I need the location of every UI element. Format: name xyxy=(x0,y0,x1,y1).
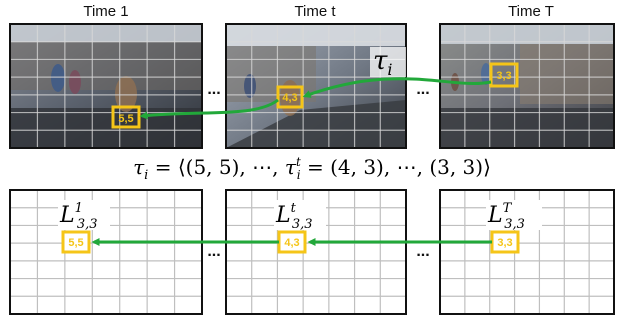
highlight-cell-panel-t: 4,3 xyxy=(277,230,307,254)
eq-close: ⟩ xyxy=(483,155,491,179)
trajectory-arrow-T-to-t xyxy=(302,77,492,98)
panel-border xyxy=(225,189,407,315)
video-frame-t xyxy=(225,23,407,149)
building-region xyxy=(10,42,202,90)
person-shape xyxy=(115,76,137,112)
sky-region xyxy=(226,24,406,46)
loss-label-bg xyxy=(274,200,326,230)
highlight-box xyxy=(111,105,141,129)
highlight-cell-label: 5,5 xyxy=(68,237,83,249)
loss-panel-t xyxy=(225,189,407,315)
loss-symbol-sup: t xyxy=(291,201,297,216)
highlight-cell-panel-1: 5,5 xyxy=(61,230,91,254)
tau-label-bg xyxy=(370,47,406,77)
person-shape xyxy=(69,70,81,94)
highlight-cell-label: 5,5 xyxy=(118,113,133,125)
trajectory-arrow-t-to-1 xyxy=(139,98,279,120)
frame-grid xyxy=(10,24,202,148)
frame-border xyxy=(9,23,203,149)
eq-sep-1: , xyxy=(239,155,252,179)
eq-sep-2: , xyxy=(272,155,285,179)
time-label-t: Time t xyxy=(294,3,336,20)
panel-border xyxy=(439,189,615,315)
panel-border xyxy=(9,189,203,315)
loss-symbol-main: L xyxy=(487,203,503,228)
eq-first: (5, 5) xyxy=(186,155,240,179)
highlight-cell-frame-t: 4,3 xyxy=(276,85,304,109)
highlight-cell-label: 4,3 xyxy=(282,92,297,104)
time-label-T: Time T xyxy=(508,3,554,20)
frame-border xyxy=(439,23,615,149)
loss-symbol-sup: 1 xyxy=(75,201,83,216)
tau-symbol-main: τ xyxy=(373,46,388,76)
tau-symbol-sub: i xyxy=(387,60,392,79)
highlight-cell-frame-1: 5,5 xyxy=(111,105,141,129)
loss-symbol-sub: 3,3 xyxy=(504,217,525,232)
loss-symbol-main: L xyxy=(275,203,291,228)
eq-dots-1: ⋯ xyxy=(252,155,272,179)
highlight-cell-label: 4,3 xyxy=(284,237,299,249)
eq-sep-4: , xyxy=(417,155,430,179)
eq-mid-val: (4, 3) xyxy=(330,155,384,179)
loss-symbol-main: L xyxy=(59,203,75,228)
sky-region xyxy=(440,24,614,44)
person-shape xyxy=(51,64,65,92)
highlight-box xyxy=(489,62,519,88)
highlight-cell-label: 3,3 xyxy=(496,70,511,82)
person-shape xyxy=(481,63,491,85)
highlight-cell-frame-T: 3,3 xyxy=(489,62,519,88)
highlight-cell-panel-T: 3,3 xyxy=(490,230,520,254)
eq-mid-sub: i xyxy=(297,168,301,182)
ellipsis-bottom-1: ... xyxy=(207,243,220,260)
eq-equals: = xyxy=(155,155,172,179)
time-label-1: Time 1 xyxy=(83,3,128,20)
sky-region xyxy=(10,24,202,42)
eq-mid-sup: t xyxy=(296,155,301,169)
video-frame-1 xyxy=(9,23,203,149)
person-shape xyxy=(244,74,256,98)
loss-symbol-sup: T xyxy=(503,201,513,216)
frame-grid xyxy=(440,24,614,148)
ellipsis-top-1: ... xyxy=(207,81,220,98)
loss-symbol-sub: 3,3 xyxy=(292,217,313,232)
loss-label-bg xyxy=(486,200,542,230)
tau-label: τi xyxy=(370,46,406,79)
highlight-cell-label: 3,3 xyxy=(497,237,512,249)
loss-symbol-sub: 3,3 xyxy=(77,217,98,232)
eq-dots-2: ⋯ xyxy=(397,155,417,179)
eq-equals-2: = xyxy=(307,155,324,179)
eq-mid-symbol: τ xyxy=(285,155,297,179)
pavement-region xyxy=(440,108,614,148)
eq-last: (3, 3) xyxy=(429,155,483,179)
tau-symbol: τi xyxy=(373,46,393,79)
ellipsis-top-2: ... xyxy=(416,81,429,98)
building-region xyxy=(520,44,614,104)
eq-sep-3: , xyxy=(384,155,397,179)
loss-label-bg xyxy=(58,200,110,230)
eq-open: ⟨ xyxy=(178,155,186,179)
highlight-box xyxy=(61,230,91,254)
highlight-box xyxy=(276,85,304,109)
frame-border xyxy=(225,23,407,149)
video-frame-T xyxy=(439,23,615,149)
time-labels: Time 1 Time t Time T xyxy=(83,3,554,20)
ellipsis-bottom-2: ... xyxy=(416,243,429,260)
eq-lhs-sub: i xyxy=(144,168,148,183)
eq-lhs-symbol: τ xyxy=(133,155,145,179)
